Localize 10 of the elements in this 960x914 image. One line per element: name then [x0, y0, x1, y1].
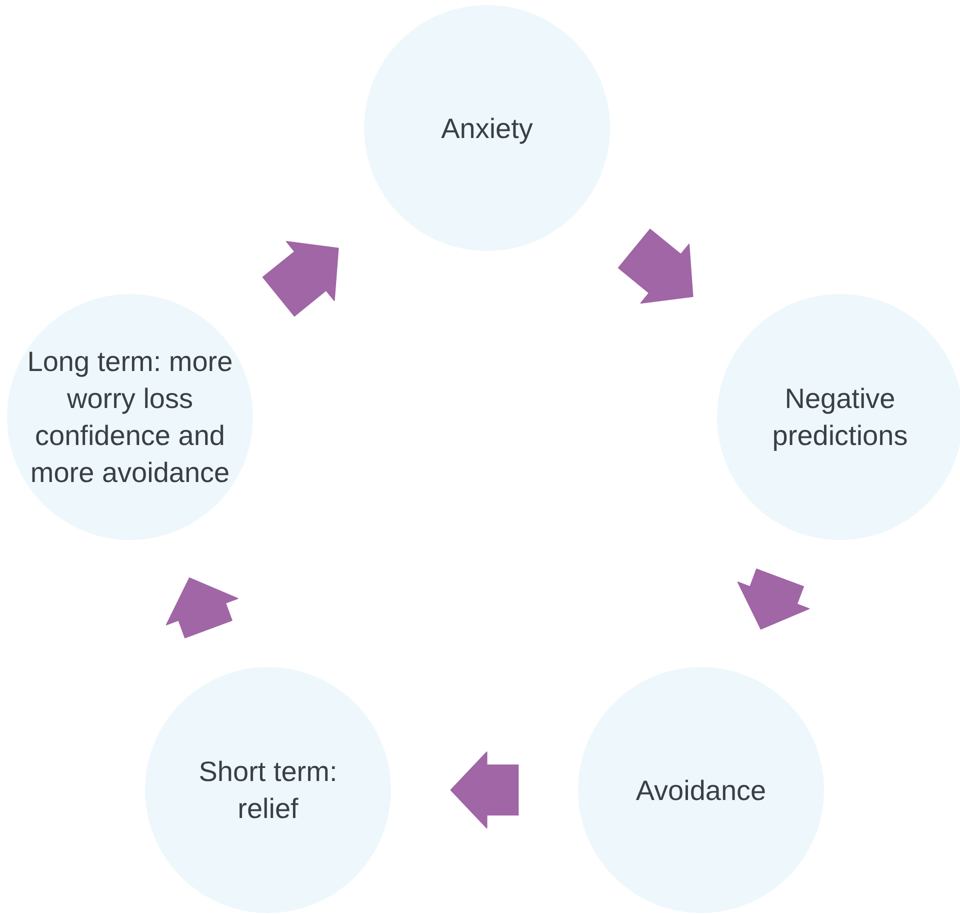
node-label: Short term: relief [198, 755, 338, 826]
block-arrow [166, 577, 238, 638]
block-arrow [737, 568, 810, 630]
node-label: Avoidance [636, 774, 766, 808]
block-arrow [450, 752, 519, 828]
block-arrow [262, 241, 339, 317]
node-label: Negative predictions [771, 382, 909, 453]
block-arrow [618, 228, 694, 304]
node-label: Long term: more worry loss confidence and more avoidance [26, 345, 234, 490]
node-label: Anxiety [441, 112, 533, 146]
